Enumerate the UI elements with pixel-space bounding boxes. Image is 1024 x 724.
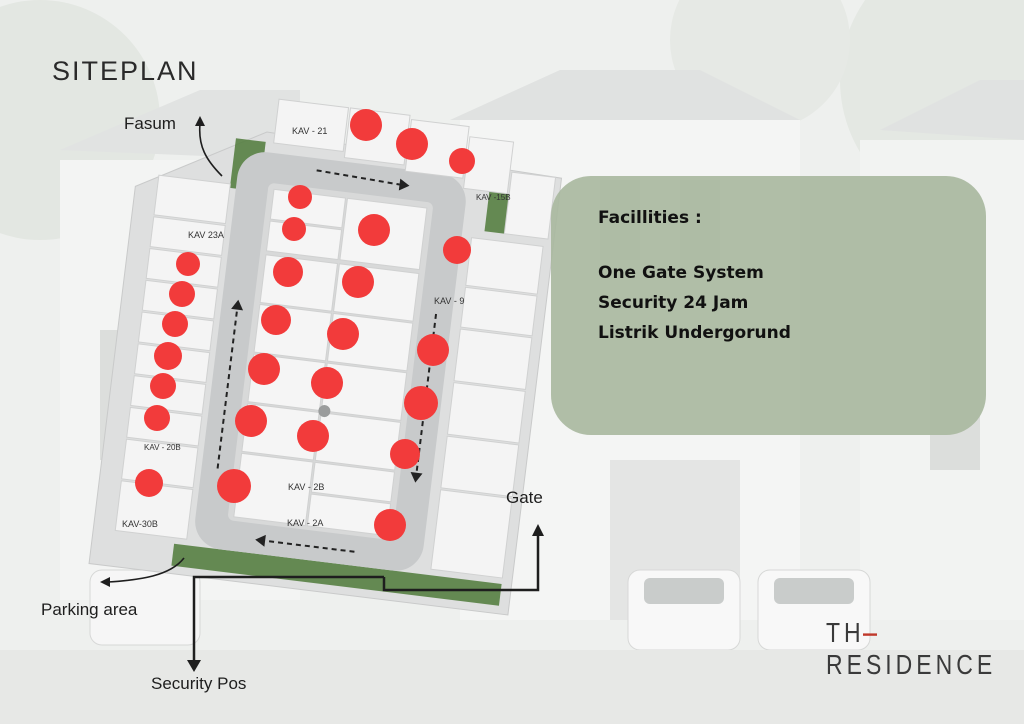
plot-markers [135, 109, 475, 541]
plot-label-kav9: KAV - 9 [434, 296, 464, 306]
plot-marker [311, 367, 343, 399]
plot-marker [217, 469, 251, 503]
arrow-heads [231, 178, 423, 547]
right-plots [430, 237, 544, 579]
gate-arrow-head [532, 524, 544, 536]
parking-area-label: Parking area [41, 600, 138, 619]
plot-marker [350, 109, 382, 141]
plot-marker [417, 334, 449, 366]
facilities-list: Facillities : One Gate System Security 2… [598, 208, 791, 348]
security-arrow-head [187, 660, 201, 672]
brand-logo-bar [862, 633, 877, 636]
plot-marker [176, 252, 200, 276]
site-plan-block [88, 98, 563, 616]
fasum-label: Fasum [124, 114, 176, 133]
page-title: SITEPLAN [52, 56, 199, 86]
annotation-arrows [107, 123, 223, 583]
plot-marker [150, 373, 176, 399]
brand-logo-left: TH [826, 616, 865, 648]
parking-arrow-head [100, 577, 110, 587]
plot-marker [374, 509, 406, 541]
fasum-arrow-head [195, 116, 205, 126]
plot-marker [135, 469, 163, 497]
plot-marker [154, 342, 182, 370]
fasum-arrow [198, 123, 223, 177]
traffic-flow-arrows [216, 169, 438, 553]
brand-logo: THRESIDENCE [826, 617, 1024, 682]
plot-label-kav20b: KAV - 20B [144, 443, 181, 452]
plot-label-kav2a: KAV - 2A [287, 518, 323, 528]
plot-marker [273, 257, 303, 287]
plot-label-kav21: KAV - 21 [292, 126, 327, 136]
plot-marker [144, 405, 170, 431]
plot-marker [327, 318, 359, 350]
gate-security-arrows [192, 534, 540, 664]
plot-marker [169, 281, 195, 307]
facility-item: Security 24 Jam [598, 293, 749, 313]
plot-marker [358, 214, 390, 246]
plot-marker [449, 148, 475, 174]
plot-marker [282, 217, 306, 241]
facility-item: One Gate System [598, 263, 764, 283]
plot-label-kav15b: KAV -15B [476, 193, 511, 202]
plot-marker [342, 266, 374, 298]
plot-marker [288, 185, 312, 209]
center-point [318, 405, 331, 418]
facilities-panel [551, 176, 986, 435]
plot-marker [248, 353, 280, 385]
plot-marker [390, 439, 420, 469]
plot-marker [404, 386, 438, 420]
plot-marker [396, 128, 428, 160]
plot-label-kav23a: KAV 23A [188, 230, 224, 240]
gate-label: Gate [506, 488, 543, 507]
facilities-heading: Facillities : [598, 208, 702, 228]
plot-label-kav2b: KAV - 2B [288, 482, 324, 492]
plot-marker [443, 236, 471, 264]
security-pos-label: Security Pos [151, 674, 247, 693]
brand-logo-right: RESIDENCE [826, 649, 997, 681]
parking-arrow [107, 557, 185, 583]
plot-label-kav30b: KAV-30B [122, 519, 158, 529]
plot-marker [261, 305, 291, 335]
plot-marker [235, 405, 267, 437]
plot-marker [162, 311, 188, 337]
plot-marker [297, 420, 329, 452]
facility-item: Listrik Undergorund [598, 323, 791, 343]
